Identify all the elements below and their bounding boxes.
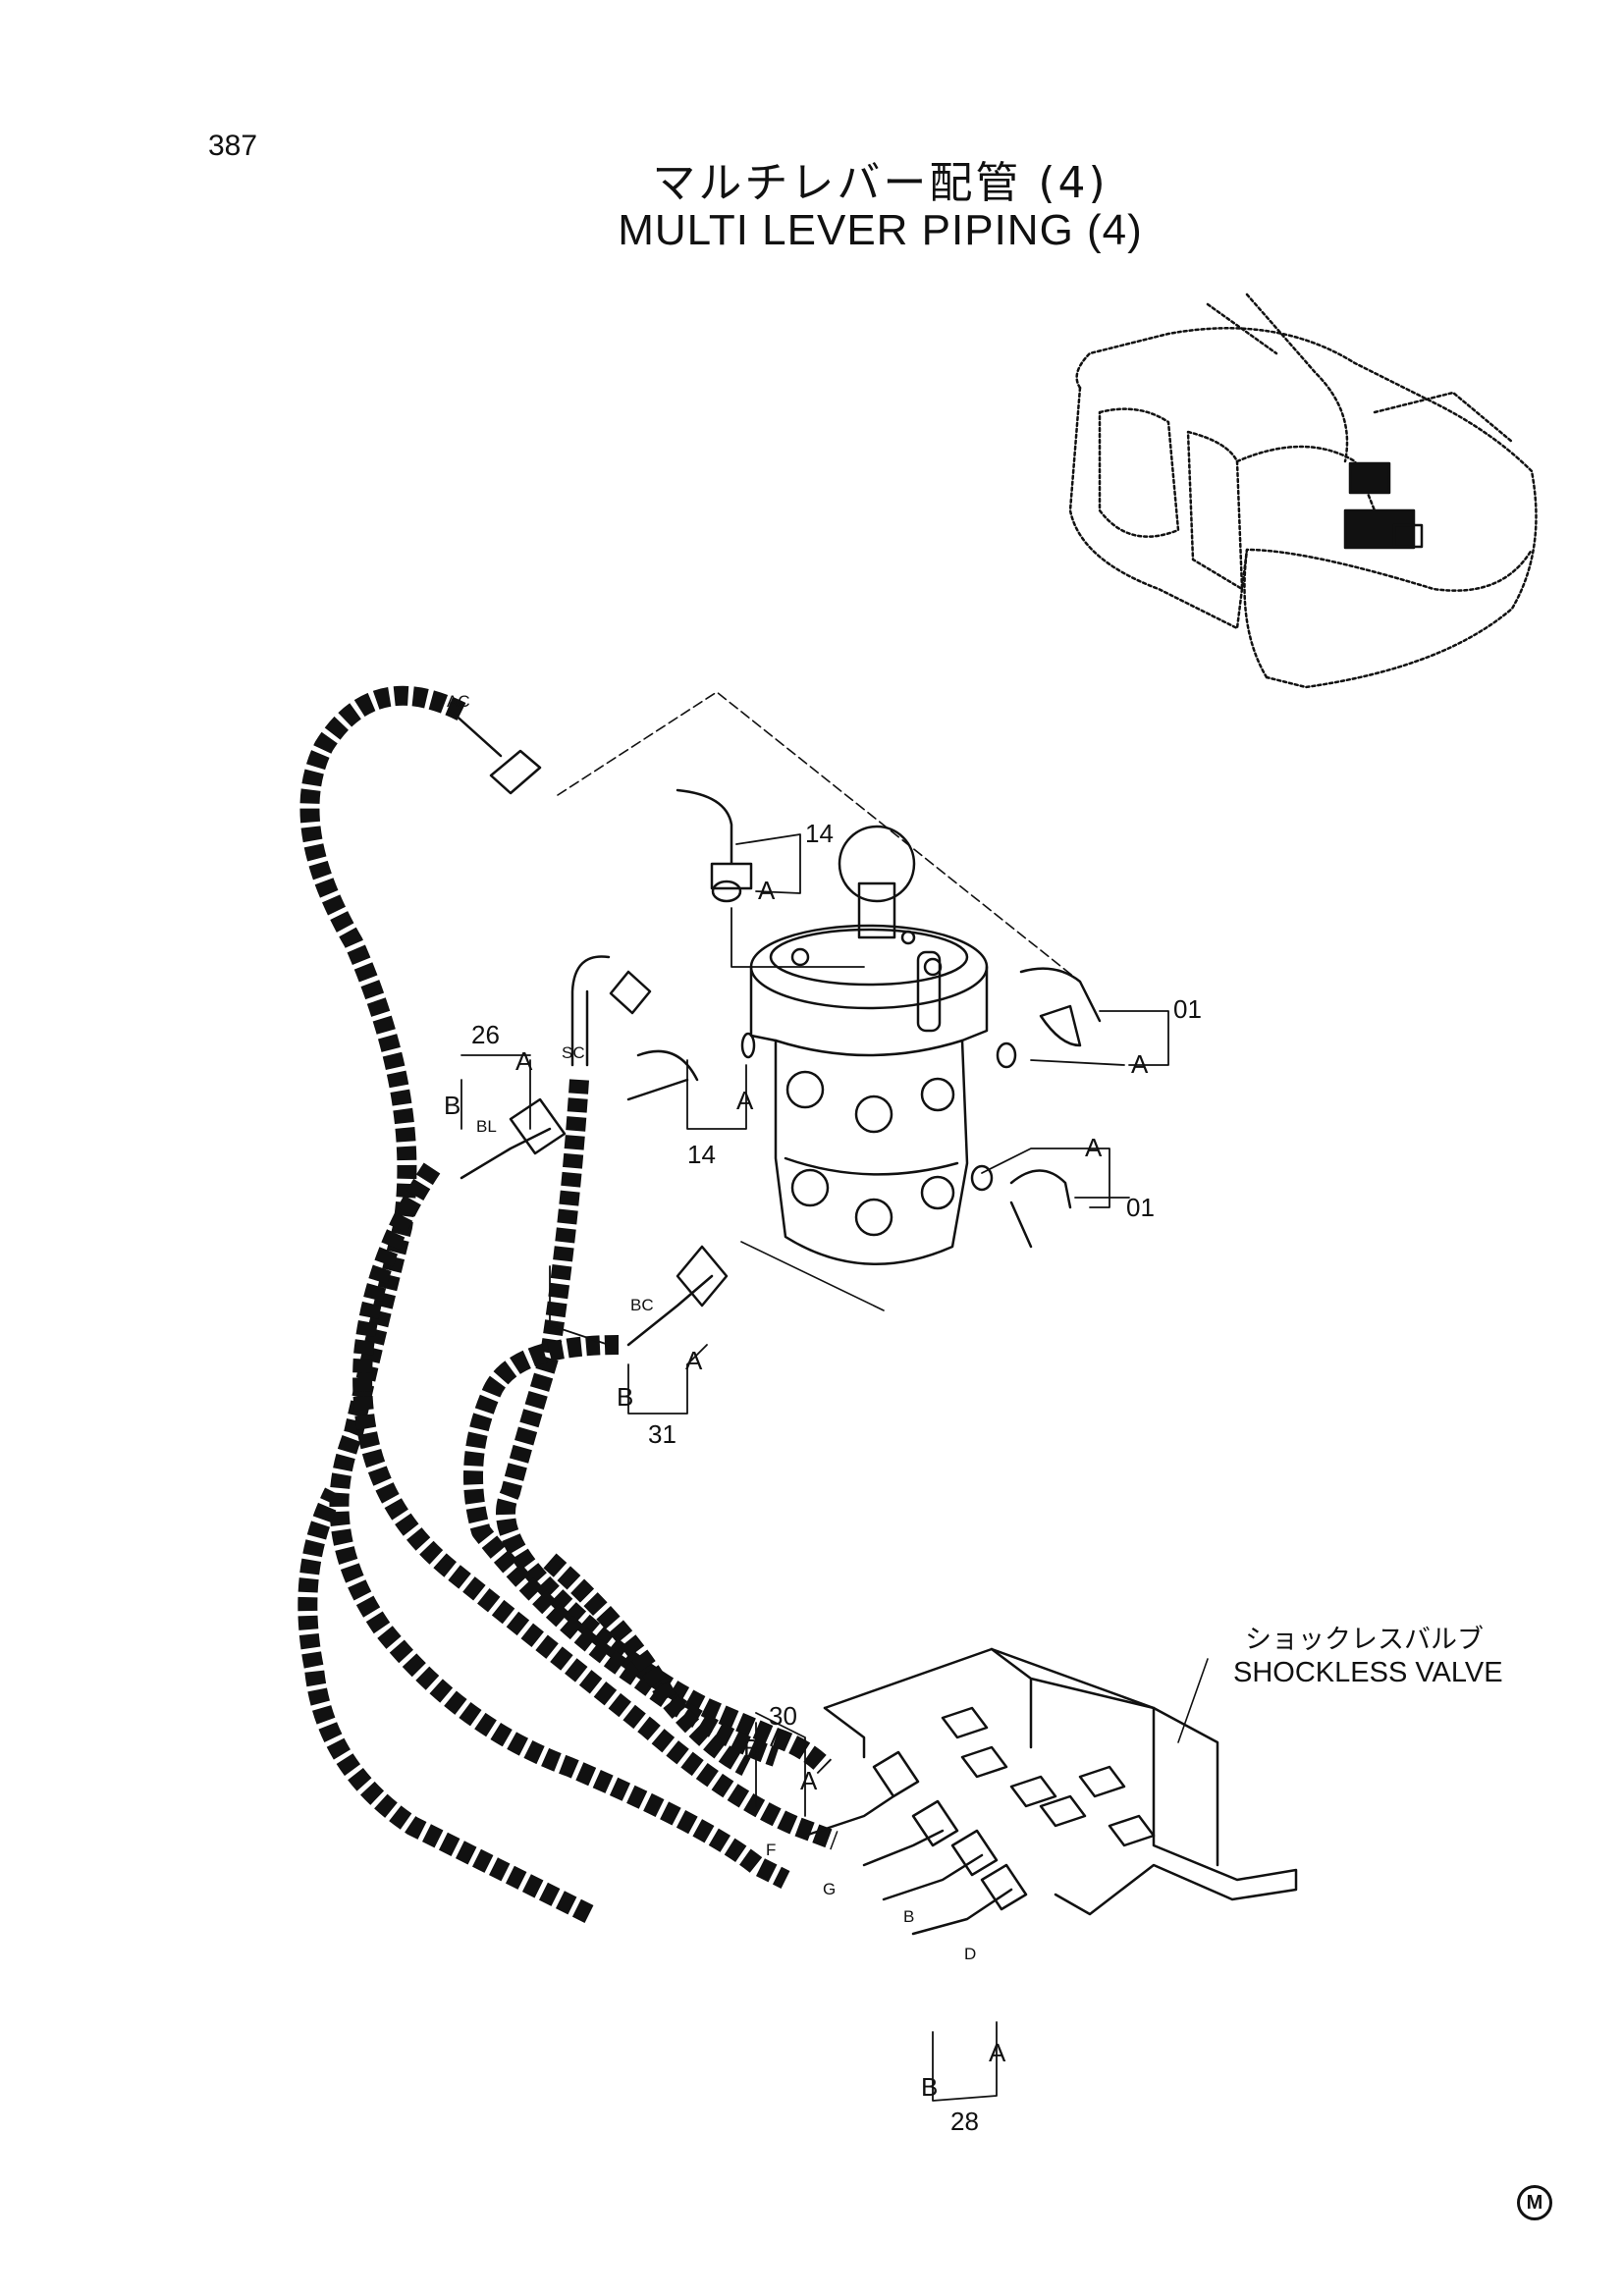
shockless-valve-body	[823, 1647, 1298, 1916]
part-labels: 14 A 14 A 01 A 01 A 26 A B 31 A B 30 A B…	[444, 692, 1202, 2136]
port-label-g: G	[823, 1880, 836, 1898]
part-number-31: 31	[648, 1419, 676, 1449]
label-b-26: B	[444, 1091, 460, 1120]
part-number-14-top: 14	[805, 819, 834, 848]
part-number-01-bottom: 01	[1126, 1193, 1155, 1222]
title-english: MULTI LEVER PIPING (4)	[618, 206, 1143, 254]
label-a-01-bottom: A	[1085, 1133, 1103, 1162]
fittings	[450, 710, 1156, 1936]
part-number-30: 30	[769, 1701, 797, 1731]
label-b-31: B	[617, 1382, 633, 1412]
label-b-30: B	[743, 1734, 760, 1763]
port-label-b: B	[903, 1907, 914, 1926]
label-a-30: A	[800, 1766, 818, 1795]
port-label-bc: BC	[630, 1296, 654, 1314]
multi-lever-location-icon	[1343, 461, 1424, 550]
excavator-inset-illustration	[1068, 293, 1538, 689]
label-a-28: A	[989, 2038, 1006, 2067]
port-label-ac: AC	[447, 692, 470, 711]
label-a-01-top: A	[1131, 1049, 1149, 1079]
reference-lines	[557, 691, 1081, 1311]
shockless-valve-label-jp: ショックレスバルブ	[1245, 1625, 1484, 1655]
label-a-26: A	[515, 1046, 533, 1076]
leader-lines	[460, 833, 1169, 2102]
hoses	[298, 685, 839, 1923]
label-b-28: B	[921, 2072, 938, 2102]
part-number-14-bottom: 14	[687, 1140, 716, 1169]
port-label-sc: SC	[562, 1043, 585, 1062]
label-a-31: A	[685, 1346, 703, 1375]
part-number-26: 26	[471, 1020, 500, 1049]
part-number-28: 28	[950, 2107, 979, 2136]
shockless-valve-label-en: SHOCKLESS VALVE	[1233, 1657, 1503, 1688]
part-number-01-top: 01	[1173, 994, 1202, 1024]
page-number: 387	[208, 130, 258, 162]
o-rings	[711, 880, 1017, 1192]
title-japanese: マルチレバー配管 (4)	[652, 158, 1109, 208]
label-a-14-bottom: A	[736, 1086, 754, 1115]
label-a-14-top: A	[758, 876, 776, 905]
port-label-bl: BL	[476, 1117, 497, 1136]
port-label-f: F	[766, 1841, 776, 1859]
manufacturer-mark-icon: M	[1517, 2185, 1552, 2220]
multi-lever-valve-body	[749, 825, 989, 1266]
port-label-d: D	[964, 1945, 976, 1963]
